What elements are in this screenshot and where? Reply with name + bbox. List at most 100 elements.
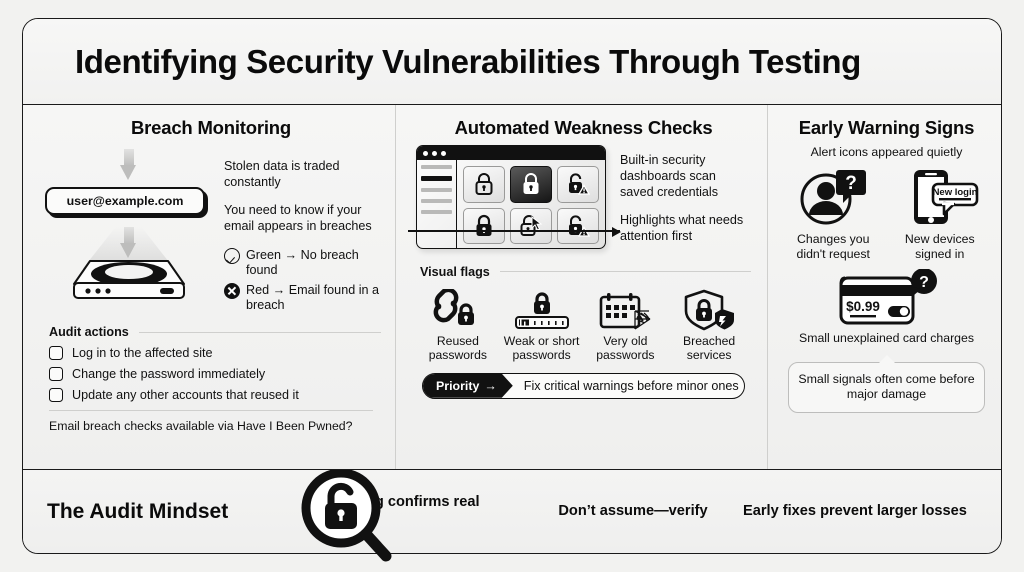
arrow-down-icon: [120, 149, 137, 181]
checklist-label-1: Log in to the affected site: [72, 346, 213, 361]
warning-item-new-devices: New login New devices signed in: [889, 165, 992, 261]
checklist-item-1[interactable]: Log in to the affected site: [49, 346, 381, 361]
nav-line-3: [421, 188, 452, 192]
footer-point-2: Don’t assume—verify: [558, 502, 708, 519]
lock-cell-ok-1: [463, 166, 505, 203]
lock-solid-icon-2: [476, 214, 492, 236]
card-amount-text: $0.99: [846, 299, 880, 314]
flag-label-2: Weak or short passwords: [503, 333, 580, 363]
linked-lock-icon: [433, 288, 474, 325]
window-dot-2: [432, 150, 437, 156]
lock-solid-icon: [523, 173, 539, 195]
breach-heading: Breach Monitoring: [130, 117, 292, 138]
priority-tag: Priority →: [423, 374, 513, 398]
phone-new-login-icon: New login: [913, 170, 979, 224]
check-circle-icon: [224, 247, 240, 264]
breach-paragraph-1: Stolen data is traded constantly: [224, 159, 340, 189]
warnings-pair: ? Changes you didn't request: [782, 165, 991, 261]
lock-warning-icon: [569, 173, 590, 195]
lock-cell-warning-2: [557, 207, 599, 244]
footnote-divider: [49, 410, 373, 412]
lock-cell-warning-1: [557, 166, 599, 203]
legend-red-label: Red → Email found in a breach: [246, 283, 380, 313]
breach-paragraph-2: You need to know if your email appears i…: [224, 202, 372, 233]
warning-label-3: Small unexplained card charges: [799, 331, 974, 345]
column-early-warnings: Early Warning Signs Alert icons appeared…: [767, 105, 1001, 469]
checkbox-3[interactable]: [49, 388, 63, 403]
flag-art-2: [500, 286, 584, 334]
sidebar-nav: [417, 160, 457, 248]
unlock-cursor-icon: [520, 214, 543, 236]
footer-title: The Audit Mindset: [47, 499, 229, 523]
visual-flags-label: Visual flags: [420, 264, 490, 279]
lock-cell-ok-2: [463, 207, 505, 244]
flag-label-1: Reused passwords: [428, 333, 487, 363]
browser-mockup: [416, 145, 606, 249]
warning-art-1: ?: [782, 165, 885, 227]
nav-line-active: [421, 176, 452, 181]
browser-titlebar: [417, 146, 605, 160]
breach-legend: Green → No breach found Red → Email foun…: [224, 247, 381, 313]
warning-label-2: New devices signed in: [904, 232, 975, 261]
warnings-heading: Early Warning Signs: [798, 117, 975, 138]
lock-outline-icon: [475, 173, 493, 196]
x-circle-icon: [224, 283, 240, 300]
breach-text: Stolen data is traded constantly You nee…: [224, 145, 381, 317]
flag-art-4: [667, 286, 751, 334]
visual-flags-row: Reused passwords: [416, 286, 751, 363]
dashboard-illustration: [408, 145, 621, 257]
legend-row-green: Green → No breach found: [224, 247, 381, 278]
nav-line-4: [421, 199, 452, 203]
checklist-item-3[interactable]: Update any other accounts that reused it: [49, 388, 381, 403]
warning-art-2: New login: [889, 165, 992, 227]
warning-item-card-charges: $0.99 ? Small unexplained card charges: [782, 269, 991, 346]
lock-warning-icon-2: [569, 215, 590, 237]
flag-breached-services: Breached services: [667, 286, 751, 363]
footer-point-3: Early fixes prevent larger losses: [743, 502, 967, 519]
window-dot-1: [423, 150, 428, 156]
breach-illustration: user@example.com: [41, 145, 216, 305]
checkbox-1[interactable]: [49, 346, 63, 361]
page-title: Identifying Security Vulnerabilities Thr…: [75, 42, 861, 80]
credit-card-question-icon: $0.99 ?: [839, 269, 937, 325]
strength-meter-icon: [514, 292, 569, 329]
flag-label-3: Very old passwords: [596, 333, 655, 363]
infographic-poster: Identifying Security Vulnerabilities Thr…: [22, 18, 1002, 554]
weakness-paragraph-1: Built-in security dashboards scan saved …: [620, 153, 719, 199]
legend-row-red: Red → Email found in a breach: [224, 282, 381, 313]
nav-line-1: [421, 165, 452, 169]
columns-container: Breach Monitoring user@example.com: [23, 105, 1001, 469]
footer-bar: The Audit Mindset Testing confirms real …: [23, 469, 1001, 553]
window-dot-3: [441, 150, 446, 156]
audit-actions-header: Audit actions: [49, 325, 381, 339]
priority-banner: Priority → Fix critical warnings before …: [422, 372, 745, 399]
shield-breach-icon: [684, 289, 735, 331]
weakness-paragraph-2: Highlights what needs attention first: [620, 212, 744, 243]
column-breach-monitoring: Breach Monitoring user@example.com: [23, 105, 395, 469]
visual-flags-header: Visual flags: [420, 265, 751, 279]
breach-footnote: Email breach checks available via Have I…: [49, 419, 353, 434]
svg-text:?: ?: [845, 173, 857, 194]
audit-actions-label: Audit actions: [49, 325, 129, 340]
scan-arrow-line: [408, 227, 621, 237]
arrow-down-icon-2: [120, 227, 137, 259]
flag-art-3: [584, 286, 668, 334]
checklist-item-2[interactable]: Change the password immediately: [49, 367, 381, 382]
flag-art-1: [416, 286, 500, 334]
svg-text:?: ?: [919, 274, 929, 291]
divider: [138, 331, 381, 333]
priority-tag-label: Priority: [436, 378, 480, 393]
checkbox-2[interactable]: [49, 367, 63, 382]
title-bar: Identifying Security Vulnerabilities Thr…: [23, 19, 1001, 105]
checklist-label-2: Change the password immediately: [72, 367, 266, 382]
flag-old-passwords: Very old passwords: [584, 286, 668, 363]
flag-reused-passwords: Reused passwords: [416, 286, 500, 363]
flag-weak-passwords: Weak or short passwords: [500, 286, 584, 363]
warnings-callout: Small signals often come before major da…: [788, 361, 985, 413]
email-chip: user@example.com: [45, 187, 205, 215]
new-login-badge-text: New login: [932, 187, 977, 198]
divider-2: [499, 271, 751, 273]
calendar-cobweb-icon: [600, 292, 651, 330]
footer-point-1: Testing confirms real safety: [333, 494, 480, 528]
audit-checklist: Log in to the affected site Change the p…: [49, 346, 381, 403]
